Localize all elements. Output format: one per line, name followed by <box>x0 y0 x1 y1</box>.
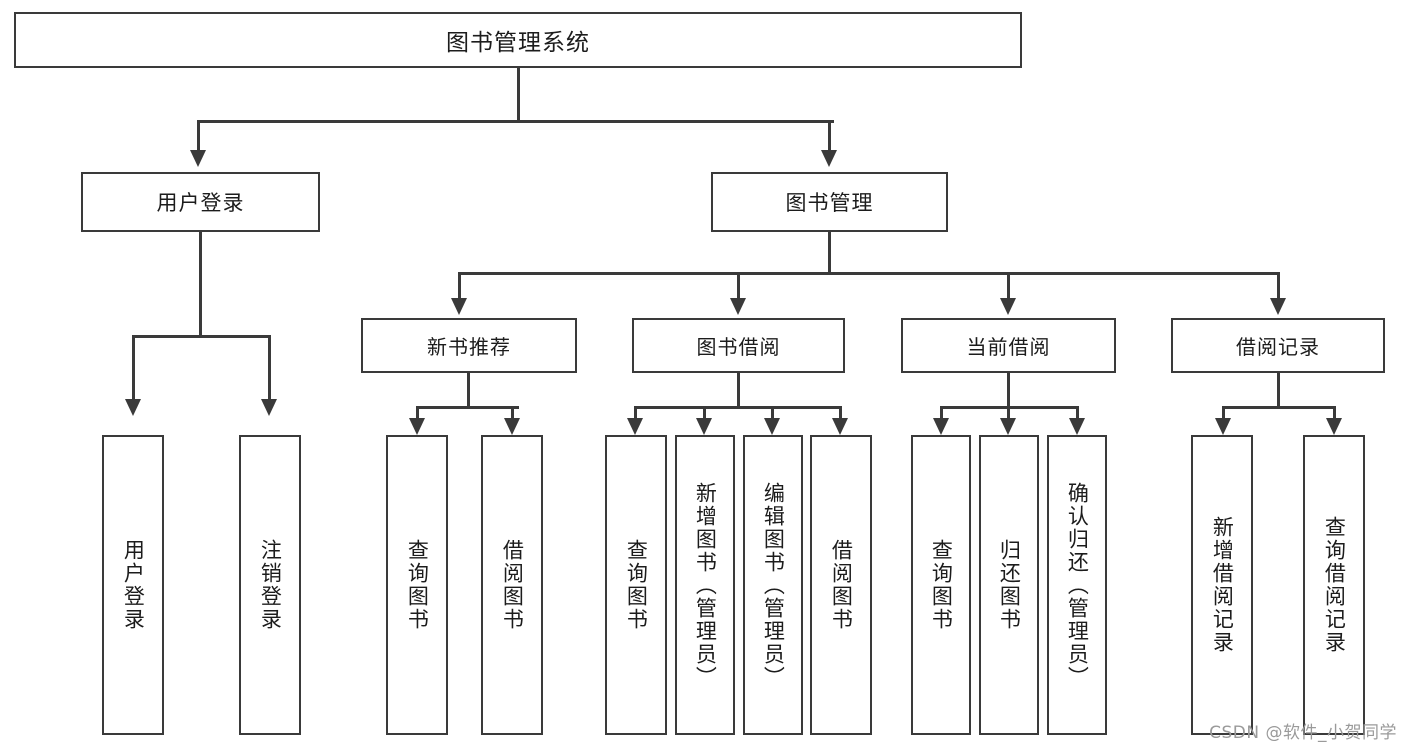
connector-bm-to-new-book <box>458 272 461 300</box>
connector-nbr-l2 <box>511 406 514 422</box>
leaf-query-borrow-record[interactable]: 查询借阅记录 <box>1303 435 1365 735</box>
arrow-to-leaf-confirm-return <box>1069 418 1085 435</box>
leaf-label: 编辑图书（管理员） <box>761 481 786 689</box>
connector-user-login-stem <box>199 232 202 337</box>
connector-cb-l1 <box>940 406 943 422</box>
connector-bm-to-current-borrow <box>1007 272 1010 300</box>
node-label: 用户登录 <box>156 191 245 215</box>
connector-user-login-left <box>132 335 135 401</box>
leaf-logout-login[interactable]: 注销登录 <box>239 435 301 735</box>
leaf-label: 用户登录 <box>121 539 146 631</box>
connector-cb-l2 <box>1007 406 1010 422</box>
arrow-to-leaf-borrow-book-2 <box>832 418 848 435</box>
connector-bm-to-book-borrow <box>737 272 740 300</box>
arrow-to-user-login <box>190 150 206 167</box>
connector-br-stem <box>1277 373 1280 408</box>
leaf-label: 查询图书 <box>929 539 954 631</box>
connector-nbr-bus <box>416 406 519 409</box>
leaf-label: 新增借阅记录 <box>1210 516 1235 654</box>
arrow-to-leaf-logout-login <box>261 399 277 416</box>
arrow-to-current-borrow <box>1000 298 1016 315</box>
connector-cb-l3 <box>1076 406 1079 422</box>
arrow-to-leaf-query-book-3 <box>933 418 949 435</box>
node-label: 图书管理系统 <box>446 30 590 56</box>
connector-user-login-right <box>268 335 271 401</box>
connector-br-l2 <box>1333 406 1336 422</box>
arrow-to-borrow-record <box>1270 298 1286 315</box>
arrow-to-leaf-add-book <box>696 418 712 435</box>
leaf-label: 借阅图书 <box>829 539 854 631</box>
arrow-to-leaf-query-borrow-record <box>1326 418 1342 435</box>
leaf-label: 新增图书（管理员） <box>693 481 718 689</box>
leaf-edit-book[interactable]: 编辑图书（管理员） <box>743 435 803 735</box>
leaf-query-book-2[interactable]: 查询图书 <box>605 435 667 735</box>
leaf-add-borrow-record[interactable]: 新增借阅记录 <box>1191 435 1253 735</box>
arrow-to-new-book-recommend <box>451 298 467 315</box>
arrow-to-book-borrow <box>730 298 746 315</box>
node-borrow-record[interactable]: 借阅记录 <box>1171 318 1385 373</box>
leaf-user-login[interactable]: 用户登录 <box>102 435 164 735</box>
connector-bb-bus <box>634 406 842 409</box>
arrow-to-leaf-query-book-2 <box>627 418 643 435</box>
connector-root-to-book-management <box>828 120 831 152</box>
connector-book-management-stem <box>828 232 831 274</box>
leaf-borrow-book-1[interactable]: 借阅图书 <box>481 435 543 735</box>
node-user-login[interactable]: 用户登录 <box>81 172 320 232</box>
arrow-to-leaf-query-book-1 <box>409 418 425 435</box>
connector-br-bus <box>1222 406 1335 409</box>
node-root-book-management-system[interactable]: 图书管理系统 <box>14 12 1022 68</box>
connector-bm-to-borrow-record <box>1277 272 1280 300</box>
leaf-label: 借阅图书 <box>500 539 525 631</box>
connector-cb-stem <box>1007 373 1010 408</box>
connector-user-login-bus <box>132 335 271 338</box>
node-label: 图书借阅 <box>696 335 781 359</box>
leaf-label: 查询图书 <box>405 539 430 631</box>
arrow-to-leaf-add-borrow-record <box>1215 418 1231 435</box>
connector-br-l1 <box>1222 406 1225 422</box>
leaf-borrow-book-2[interactable]: 借阅图书 <box>810 435 872 735</box>
arrow-to-book-management <box>821 150 837 167</box>
node-book-management[interactable]: 图书管理 <box>711 172 948 232</box>
arrow-to-leaf-edit-book <box>764 418 780 435</box>
arrow-to-leaf-borrow-book-1 <box>504 418 520 435</box>
connector-nbr-stem <box>467 373 470 408</box>
leaf-return-book[interactable]: 归还图书 <box>979 435 1039 735</box>
node-label: 当前借阅 <box>966 335 1051 359</box>
connector-root-to-user-login <box>197 120 200 152</box>
arrow-to-leaf-user-login <box>125 399 141 416</box>
connector-bb-l1 <box>634 406 637 422</box>
leaf-label: 查询图书 <box>624 539 649 631</box>
node-label: 图书管理 <box>785 191 874 215</box>
connector-bb-l3 <box>771 406 774 422</box>
node-book-borrow[interactable]: 图书借阅 <box>632 318 845 373</box>
connector-root-bus <box>197 120 834 123</box>
leaf-label: 归还图书 <box>997 539 1022 631</box>
node-new-book-recommend[interactable]: 新书推荐 <box>361 318 577 373</box>
leaf-query-book-1[interactable]: 查询图书 <box>386 435 448 735</box>
leaf-query-book-3[interactable]: 查询图书 <box>911 435 971 735</box>
connector-nbr-l1 <box>416 406 419 422</box>
connector-root-stem <box>517 68 520 120</box>
connector-bb-stem <box>737 373 740 408</box>
arrow-to-leaf-return-book <box>1000 418 1016 435</box>
node-label: 借阅记录 <box>1236 335 1320 359</box>
node-current-borrow[interactable]: 当前借阅 <box>901 318 1116 373</box>
leaf-add-book[interactable]: 新增图书（管理员） <box>675 435 735 735</box>
leaf-label: 查询借阅记录 <box>1322 516 1347 654</box>
connector-bb-l2 <box>703 406 706 422</box>
leaf-label: 注销登录 <box>258 539 283 631</box>
node-label: 新书推荐 <box>427 335 511 359</box>
leaf-confirm-return[interactable]: 确认归还（管理员） <box>1047 435 1107 735</box>
connector-book-management-bus <box>458 272 1280 275</box>
leaf-label: 确认归还（管理员） <box>1065 481 1090 689</box>
connector-bb-l4 <box>839 406 842 422</box>
